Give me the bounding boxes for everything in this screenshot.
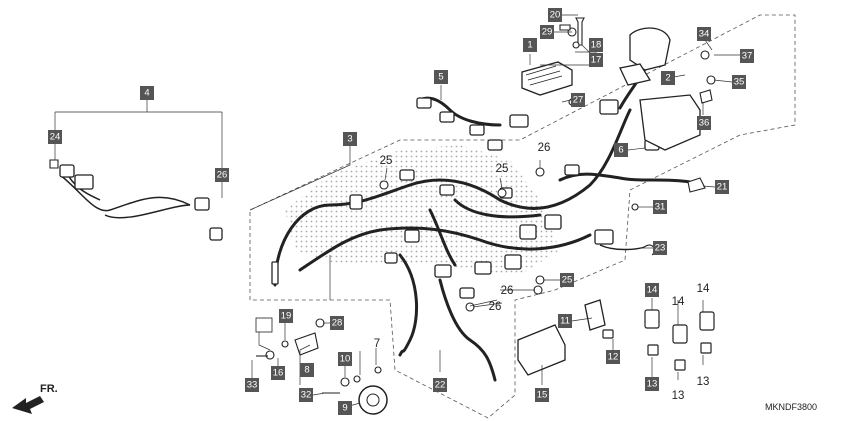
callout-number: 37 — [742, 51, 753, 62]
label-14-right: 14 — [697, 283, 710, 295]
callout-31: 31 — [653, 200, 667, 214]
callout-number: 3 — [347, 134, 352, 145]
callout-6: 6 — [614, 143, 628, 157]
relay-box — [619, 27, 701, 151]
callout-32: 32 — [299, 388, 313, 402]
unit-15 — [517, 324, 566, 376]
callout-19: 19 — [279, 309, 293, 323]
diagram-code: MKNDF3800 — [765, 402, 817, 412]
callout-33: 33 — [245, 378, 259, 392]
fuse-box — [521, 61, 573, 96]
label-14-center: 14 — [672, 296, 685, 308]
callout-16: 16 — [271, 366, 285, 380]
callout-number: 2 — [665, 73, 670, 84]
callout-2: 2 — [661, 71, 675, 85]
callout-number: 32 — [301, 390, 312, 401]
callout-13-boxed: 13 — [645, 377, 659, 391]
callout-number: 34 — [699, 29, 710, 40]
callout-1: 1 — [523, 38, 537, 52]
callout-number: 22 — [435, 380, 446, 391]
label-26-low: 26 — [489, 301, 502, 313]
label-26-top: 26 — [538, 142, 551, 154]
callout-34: 34 — [697, 27, 711, 41]
label-25-left: 25 — [380, 155, 393, 167]
callout-9: 9 — [338, 401, 352, 415]
callout-number: 28 — [332, 318, 343, 329]
callout-number: 24 — [50, 132, 61, 143]
callout-5: 5 — [434, 70, 448, 84]
callout-number: 10 — [340, 354, 351, 365]
blank-label-box — [255, 317, 273, 333]
front-direction-indicator: FR. — [12, 383, 58, 414]
callout-29: 29 — [540, 25, 554, 39]
leader-lines — [54, 14, 740, 409]
fasteners — [49, 17, 716, 394]
callout-number: 17 — [591, 55, 602, 66]
callout-number: 8 — [304, 365, 309, 376]
callout-number: 25 — [562, 275, 573, 286]
callout-number: 31 — [655, 202, 666, 213]
callout-24: 24 — [48, 130, 62, 144]
callout-14-boxed: 14 — [645, 283, 659, 297]
unit-11 — [584, 299, 606, 331]
callout-number: 29 — [542, 27, 553, 38]
callout-20: 20 — [548, 8, 562, 22]
label-13-right: 13 — [697, 376, 710, 388]
front-label: FR. — [40, 383, 58, 395]
callout-3: 3 — [343, 132, 357, 146]
callout-26-harness: 26 — [215, 168, 229, 182]
label-13-center: 13 — [672, 390, 685, 402]
callout-4: 4 — [140, 86, 154, 100]
horn — [358, 385, 388, 415]
callout-35: 35 — [732, 75, 746, 89]
wire-harness — [273, 58, 692, 382]
callout-number: 5 — [438, 72, 443, 83]
relays — [602, 309, 715, 371]
label-7: 7 — [374, 338, 380, 350]
callout-28: 28 — [330, 316, 344, 330]
callout-number: 9 — [342, 403, 347, 414]
callout-number: 19 — [281, 311, 292, 322]
callout-number: 6 — [618, 145, 623, 156]
callout-number: 27 — [573, 95, 584, 106]
callout-10: 10 — [338, 352, 352, 366]
callouts: 20 29 1 18 17 27 34 37 2 35 36 6 21 31 2… — [48, 8, 754, 415]
callout-37: 37 — [740, 49, 754, 63]
callout-18: 18 — [589, 38, 603, 52]
plain-labels: 25 25 26 26 26 7 14 14 13 13 — [374, 142, 710, 402]
callout-27: 27 — [571, 93, 585, 107]
callout-23: 23 — [653, 241, 667, 255]
callout-15: 15 — [535, 388, 549, 402]
callout-number: 20 — [550, 10, 561, 21]
callout-number: 21 — [717, 182, 728, 193]
label-25-center: 25 — [496, 163, 509, 175]
callout-number: 13 — [647, 379, 658, 390]
label-26-mid: 26 — [501, 285, 514, 297]
callout-number: 23 — [655, 243, 666, 254]
callout-number: 33 — [247, 380, 258, 391]
callout-17: 17 — [589, 53, 603, 67]
callout-number: 18 — [591, 40, 602, 51]
callout-number: 12 — [608, 352, 619, 363]
callout-number: 1 — [527, 40, 532, 51]
callout-number: 36 — [699, 118, 710, 129]
callout-number: 11 — [560, 316, 570, 327]
callout-number: 16 — [273, 368, 284, 379]
callout-number: 26 — [217, 170, 228, 181]
callout-12: 12 — [606, 350, 620, 364]
callout-number: 4 — [144, 88, 149, 99]
callout-number: 14 — [647, 285, 658, 296]
callout-number: 15 — [537, 390, 548, 401]
callout-number: 35 — [734, 77, 745, 88]
callout-25-right: 25 — [560, 273, 574, 287]
callout-36: 36 — [697, 116, 711, 130]
callout-11: 11 — [558, 314, 572, 328]
callout-22: 22 — [433, 378, 447, 392]
callout-8: 8 — [300, 363, 314, 377]
callout-21: 21 — [715, 180, 729, 194]
